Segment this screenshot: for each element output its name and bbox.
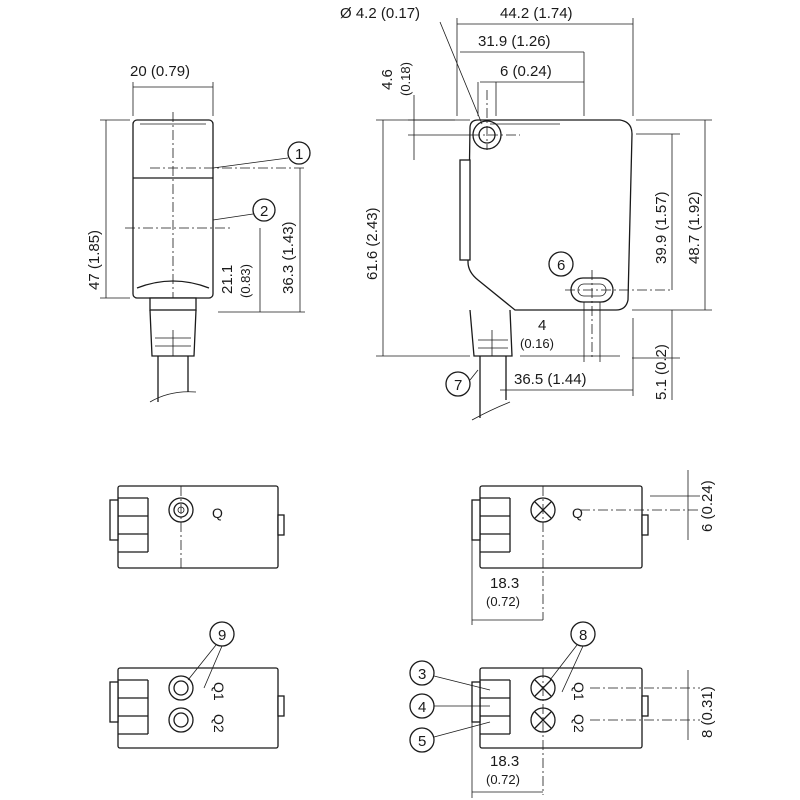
dim-top-18-3-in: (0.72): [486, 594, 520, 609]
top-view-single-a: Q: [109, 485, 285, 569]
side-view: 44.2 (1.74) 31.9 (1.26) 6 (0.24) Ø 4.2 (…: [340, 5, 712, 421]
dim-top-8: 8 (0.31): [699, 686, 716, 738]
dim-side-61-6: 61.6 (2.43): [364, 207, 381, 280]
dim-side-4-6: 4.6: [379, 69, 396, 90]
dim-side-44-2: 44.2 (1.74): [500, 5, 573, 22]
dim-side-4-in: (0.16): [520, 336, 554, 351]
callout-2: 2: [260, 203, 268, 220]
callout-6: 6: [557, 257, 565, 274]
callout-3: 3: [418, 666, 426, 683]
dim-front-21-1-in: (0.83): [238, 264, 253, 298]
callout-4: 4: [418, 699, 426, 716]
dim-front-21-1: 21.1: [219, 265, 236, 294]
label-q-b: Q: [572, 505, 583, 521]
dim-top-18-3-b: 18.3: [490, 753, 519, 770]
top-view-dual-a: Q1 Q2 9: [109, 621, 285, 749]
label-q2-a: Q2: [211, 714, 227, 733]
callout-1: 1: [295, 146, 303, 163]
top-view-single-b: Q 6 (0.24) 18.3 (0.72): [471, 470, 716, 625]
callout-5: 5: [418, 733, 426, 750]
dim-side-5-1: 5.1 (0.2): [653, 344, 670, 400]
dim-top-18-3: 18.3: [490, 575, 519, 592]
dim-front-width: 20 (0.79): [130, 63, 190, 80]
dim-side-6: 6 (0.24): [500, 63, 552, 80]
callout-8: 8: [579, 627, 587, 644]
front-view: 20 (0.79) 47 (1.85) 21.1 (0.83) 36.3 (1.…: [86, 63, 311, 403]
label-q1-b: Q1: [571, 682, 587, 701]
callout-9: 9: [218, 627, 226, 644]
label-q1-a: Q1: [211, 682, 227, 701]
label-q2-b: Q2: [571, 714, 587, 733]
dim-front-36-3: 36.3 (1.43): [280, 221, 297, 294]
dim-top-18-3-b-in: (0.72): [486, 772, 520, 787]
dim-side-39-9: 39.9 (1.57): [653, 191, 670, 264]
dim-side-4: 4: [538, 317, 546, 334]
callout-7: 7: [454, 377, 462, 394]
dim-side-31-9: 31.9 (1.26): [478, 33, 551, 50]
dim-side-hole-dia: Ø 4.2 (0.17): [340, 5, 420, 22]
dim-front-height: 47 (1.85): [86, 230, 103, 290]
label-q-a: Q: [212, 505, 223, 521]
top-view-dual-b: Q1 Q2 8 (0.31) 18.3 (0.72) 8 3 4 5: [409, 621, 716, 798]
dim-side-36-5: 36.5 (1.44): [514, 371, 587, 388]
dim-side-4-6-in: (0.18): [398, 62, 413, 96]
dim-top-6: 6 (0.24): [699, 480, 716, 532]
dim-side-48-7: 48.7 (1.92): [686, 191, 703, 264]
